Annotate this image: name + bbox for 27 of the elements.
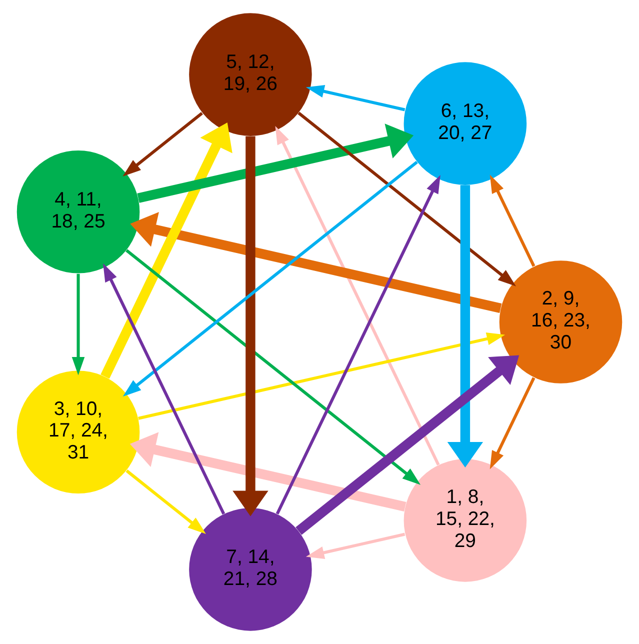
arrow <box>490 377 536 470</box>
node-circle: 2, 9, 16, 23, 30 <box>499 260 622 384</box>
arrow <box>138 332 506 420</box>
arrow <box>490 174 536 267</box>
arrow <box>447 185 484 468</box>
arrow <box>137 124 414 203</box>
arrow <box>306 532 406 559</box>
node-circle: 3, 10, 17, 24, 31 <box>16 370 140 494</box>
arrow <box>126 470 206 534</box>
arrow <box>306 85 406 112</box>
node-circle: 7, 14, 21, 28 <box>189 508 312 631</box>
node-circle: 6, 13, 20, 27 <box>404 62 527 185</box>
arrow <box>130 432 406 512</box>
arrow <box>232 136 268 516</box>
arrow <box>276 174 440 515</box>
arrow <box>122 112 203 176</box>
arrow <box>72 274 85 376</box>
arrow <box>130 212 502 314</box>
arrow <box>126 249 421 485</box>
arrow <box>275 126 440 466</box>
arrow <box>296 355 520 535</box>
arrow <box>298 112 516 286</box>
node-circle: 1, 8, 15, 22, 29 <box>404 459 527 582</box>
arrow <box>122 160 418 397</box>
node-circle: 5, 12, 19, 26 <box>189 13 312 136</box>
arrow <box>100 122 232 379</box>
arrow <box>103 263 226 515</box>
